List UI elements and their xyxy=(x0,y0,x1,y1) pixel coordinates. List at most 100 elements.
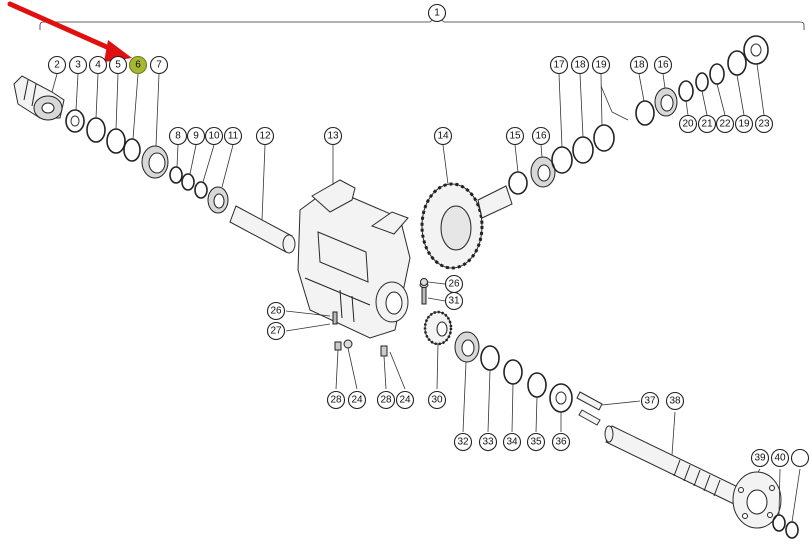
part-30-pinion xyxy=(423,310,453,346)
callout-16: 16 xyxy=(531,126,551,146)
svg-text:32: 32 xyxy=(457,437,469,448)
callout-11: 11 xyxy=(223,126,243,146)
part-32-ring xyxy=(480,345,500,371)
callout-28-right: 28 xyxy=(376,390,396,410)
callout-4: 4 xyxy=(88,55,108,75)
callout-26-lower: 26 xyxy=(266,301,286,321)
svg-text:24: 24 xyxy=(399,395,411,406)
part-28-bolt-left xyxy=(334,341,342,351)
part-7-bearing xyxy=(141,145,169,179)
svg-text:7: 7 xyxy=(156,60,162,71)
callout-6-highlighted: 6 xyxy=(128,55,148,75)
part-12-tube xyxy=(229,205,296,254)
callout-19b: 19 xyxy=(734,114,754,134)
part-8-ring xyxy=(169,166,183,184)
callout-26-upper: 26 xyxy=(444,274,464,294)
svg-text:17: 17 xyxy=(553,60,565,71)
svg-text:20: 20 xyxy=(682,119,694,130)
svg-text:34: 34 xyxy=(506,437,518,448)
callout-36: 37 xyxy=(640,391,660,411)
part-5-ring xyxy=(106,128,126,154)
svg-text:21: 21 xyxy=(701,119,713,130)
part-17-ring xyxy=(551,146,573,174)
svg-text:31: 31 xyxy=(448,296,460,307)
svg-text:28: 28 xyxy=(330,395,342,406)
callout-12: 12 xyxy=(255,126,275,146)
svg-text:9: 9 xyxy=(193,131,199,142)
svg-text:19: 19 xyxy=(595,60,607,71)
part-28-bolt-right xyxy=(380,345,388,357)
callout-27: 27 xyxy=(266,321,286,341)
callout-14: 14 xyxy=(433,126,453,146)
callout-38: 39 xyxy=(750,448,770,468)
svg-text:8: 8 xyxy=(175,131,181,142)
callout-2: 2 xyxy=(47,55,67,75)
svg-text:27: 27 xyxy=(270,326,282,337)
svg-text:13: 13 xyxy=(327,131,339,142)
svg-text:11: 11 xyxy=(228,131,239,142)
svg-text:5: 5 xyxy=(115,60,121,71)
part-24-nut-left xyxy=(343,339,353,349)
callout-23: 23 xyxy=(754,114,774,134)
part-20-ring xyxy=(678,80,694,102)
callout-9: 9 xyxy=(186,126,206,146)
svg-text:39: 39 xyxy=(754,453,766,464)
callout-22: 22 xyxy=(715,114,735,134)
svg-text:26: 26 xyxy=(448,279,460,290)
callout-21: 21 xyxy=(697,114,717,134)
part-22-ring xyxy=(709,63,725,85)
svg-text:18: 18 xyxy=(633,60,645,71)
callout-40 xyxy=(790,448,810,468)
part-16-bearing xyxy=(530,156,556,188)
svg-text:3: 3 xyxy=(75,60,81,71)
leader-lines xyxy=(51,63,801,523)
svg-text:2: 2 xyxy=(54,60,60,71)
callout-18: 18 xyxy=(570,55,590,75)
callout-18b: 18 xyxy=(629,55,649,75)
part-16b-bearing xyxy=(654,87,678,117)
callout-33: 34 xyxy=(502,432,522,452)
part-37-shaft xyxy=(604,425,741,505)
callout-5: 5 xyxy=(108,55,128,75)
svg-text:15: 15 xyxy=(509,131,521,142)
svg-text:36: 36 xyxy=(555,437,567,448)
svg-text:4: 4 xyxy=(95,60,101,71)
svg-text:37: 37 xyxy=(644,396,656,407)
part-26-cap-lower xyxy=(332,311,338,325)
svg-text:35: 35 xyxy=(530,437,542,448)
part-18-ring xyxy=(572,136,594,164)
part-14-bevel-gear xyxy=(420,182,513,270)
part-18b-ring xyxy=(635,100,655,126)
part-34-ring xyxy=(527,372,547,398)
callout-8: 8 xyxy=(168,126,188,146)
svg-text:16: 16 xyxy=(535,131,547,142)
part-15-washer xyxy=(508,171,528,195)
part-23-washer xyxy=(743,35,769,65)
part-31-bearing xyxy=(454,331,480,363)
callout-3: 3 xyxy=(68,55,88,75)
callout-13: 13 xyxy=(323,126,343,146)
callout-19: 19 xyxy=(591,55,611,75)
part-19-ring xyxy=(593,124,615,152)
part-13-gearbox-housing xyxy=(297,179,411,339)
callout-39: 40 xyxy=(770,448,790,468)
callout-30: 30 xyxy=(427,390,447,410)
part-11-bearing xyxy=(207,186,229,214)
svg-text:28: 28 xyxy=(380,395,392,406)
callout-17: 17 xyxy=(549,55,569,75)
part-3-washer xyxy=(65,109,85,133)
part-19b-ring xyxy=(727,50,747,76)
assembly-bracket xyxy=(39,15,805,30)
part-39-ring xyxy=(772,514,786,532)
svg-text:10: 10 xyxy=(208,131,220,142)
svg-text:22: 22 xyxy=(719,119,731,130)
svg-text:1: 1 xyxy=(434,8,440,19)
part-6-ring xyxy=(123,138,141,162)
callout-29: 31 xyxy=(444,291,464,311)
callout-16b: 16 xyxy=(653,55,673,75)
part-9-ring xyxy=(181,173,195,191)
callout-24-right: 24 xyxy=(395,390,415,410)
svg-text:38: 38 xyxy=(669,396,681,407)
part-40-ring xyxy=(785,521,799,539)
